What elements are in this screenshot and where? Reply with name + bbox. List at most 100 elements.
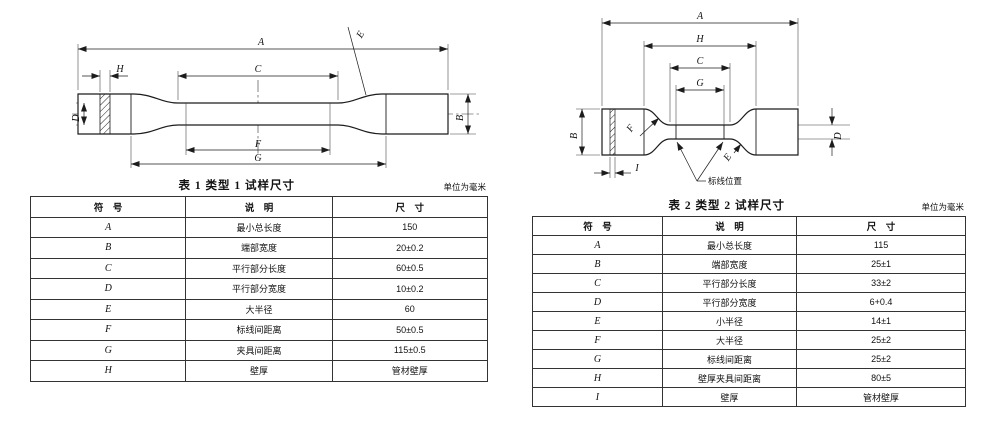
table-row: F 标线间距离 50±0.5 [29, 319, 489, 341]
table2-title: 表 2 类型 2 试样尺寸 [668, 200, 785, 212]
dimension-cell: 50±0.5 [331, 319, 489, 341]
dim-H: H [82, 64, 128, 92]
table-row: E 大半径 60 [29, 298, 489, 320]
dim-label-B: B [455, 115, 466, 121]
table-row: B 端部宽度 25±1 [532, 254, 966, 274]
table-row: C 平行部分长度 33±2 [532, 273, 966, 293]
symbol-cell: A [29, 216, 187, 238]
dim-label-E: E [354, 29, 367, 41]
table1-col-symbol: 符 号 [29, 196, 187, 218]
dimension-cell: 60±0.5 [331, 257, 489, 279]
gauge-mark-callout-label: 标线位置 [708, 176, 743, 186]
table-row: E 小半径 14±1 [532, 311, 966, 331]
dim-G: G [130, 136, 387, 168]
dim-G: G [675, 78, 725, 139]
dim-A: A [77, 37, 449, 90]
dim-label-B: B [569, 133, 580, 139]
dim-label-I: I [634, 163, 639, 174]
table-row: H 壁厚 管材壁厚 [29, 360, 489, 382]
dim-label-A: A [257, 37, 265, 48]
description-cell: 大半径 [661, 330, 798, 350]
dimension-cell: 6+0.4 [796, 292, 966, 312]
table2: 符 号 说 明 尺 寸 A 最小总长度 115 B 端部宽度 25±1 C 平行… [532, 216, 966, 407]
dimension-cell: 115±0.5 [331, 339, 489, 361]
dimension-cell: 14±1 [796, 311, 966, 331]
wall-thickness-hatch [609, 108, 616, 156]
dim-I: I [594, 157, 639, 178]
description-cell: 最小总长度 [185, 216, 333, 238]
description-cell: 最小总长度 [661, 235, 798, 255]
table-row: A 最小总长度 115 [532, 235, 966, 255]
dim-C: C [669, 56, 731, 122]
dim-label-C: C [697, 56, 704, 67]
dim-label-F: F [254, 139, 262, 150]
specimen-outline [77, 93, 449, 135]
grip-edge-lines [130, 94, 387, 134]
dim-label-H: H [695, 34, 704, 45]
symbol-cell: B [29, 237, 187, 259]
table-row: B 端部宽度 20±0.2 [29, 237, 489, 259]
type2-section: A H C G [532, 0, 966, 407]
table-row: A 最小总长度 150 [29, 216, 489, 238]
radius-callout-E: E [721, 143, 742, 164]
table2-col-symbol: 符 号 [532, 216, 663, 236]
table1-header-row: 符 号 说 明 尺 寸 [29, 196, 489, 218]
symbol-cell: C [29, 257, 187, 279]
dimension-cell: 25±2 [796, 330, 966, 350]
table1-unit-note: 单位为毫米 [443, 182, 486, 192]
description-cell: 平行部分宽度 [185, 278, 333, 300]
description-cell: 端部宽度 [185, 237, 333, 259]
description-cell: 平行部分长度 [185, 257, 333, 279]
description-cell: 平行部分长度 [661, 273, 798, 293]
dim-label-G: G [696, 78, 703, 89]
dimension-cell: 管材壁厚 [796, 387, 966, 407]
dim-D: D [71, 103, 87, 125]
table2-header-row: 符 号 说 明 尺 寸 [532, 216, 966, 236]
symbol-cell: G [532, 349, 663, 369]
type1-specimen-diagram: A H C D [71, 26, 482, 168]
table-row: G 标线间距离 25±2 [532, 349, 966, 369]
type1-section: A H C D [29, 4, 489, 382]
dimension-cell: 10±0.2 [331, 278, 489, 300]
dim-label-H: H [115, 64, 124, 75]
dim-H: H [643, 34, 757, 106]
radius-callout-E: E [347, 26, 367, 96]
symbol-cell: A [532, 235, 663, 255]
dimension-cell: 33±2 [796, 273, 966, 293]
symbol-cell: D [29, 278, 187, 300]
gauge-mark-callout: 标线位置 [676, 141, 743, 186]
dimension-cell: 管材壁厚 [331, 360, 489, 382]
wall-thickness-hatch [99, 93, 111, 135]
symbol-cell: B [532, 254, 663, 274]
symbol-cell: G [29, 339, 187, 361]
table-row: F 大半径 25±2 [532, 330, 966, 350]
table-row: C 平行部分长度 60±0.5 [29, 257, 489, 279]
symbol-cell: E [29, 298, 187, 320]
dim-C: C [177, 64, 339, 100]
description-cell: 壁厚夹具间距离 [661, 368, 798, 388]
symbol-cell: H [532, 368, 663, 388]
description-cell: 标线间距离 [185, 319, 333, 341]
table1-title: 表 1 类型 1 试样尺寸 [178, 180, 295, 192]
dimension-cell: 25±1 [796, 254, 966, 274]
dim-label-G: G [254, 153, 261, 164]
table-row: D 平行部分宽度 6+0.4 [532, 292, 966, 312]
dimension-cell: 115 [796, 235, 966, 255]
symbol-cell: E [532, 311, 663, 331]
type2-specimen-diagram: A H C G [569, 11, 850, 186]
table1-col-dimension: 尺 寸 [331, 196, 489, 218]
dimension-cell: 20±0.2 [331, 237, 489, 259]
dim-F: F [185, 103, 331, 155]
description-cell: 小半径 [661, 311, 798, 331]
description-cell: 端部宽度 [661, 254, 798, 274]
table1: 符 号 说 明 尺 寸 A 最小总长度 150 B 端部宽度 20±0.2 C … [29, 196, 489, 382]
symbol-cell: C [532, 273, 663, 293]
table2-col-dimension: 尺 寸 [796, 216, 966, 236]
dim-label-E: E [721, 152, 734, 164]
symbol-cell: D [532, 292, 663, 312]
dim-label-D: D [833, 132, 844, 141]
dim-B: B [450, 93, 476, 135]
table-row: G 夹具间距离 115±0.5 [29, 339, 489, 361]
description-cell: 壁厚 [661, 387, 798, 407]
description-cell: 标线间距离 [661, 349, 798, 369]
